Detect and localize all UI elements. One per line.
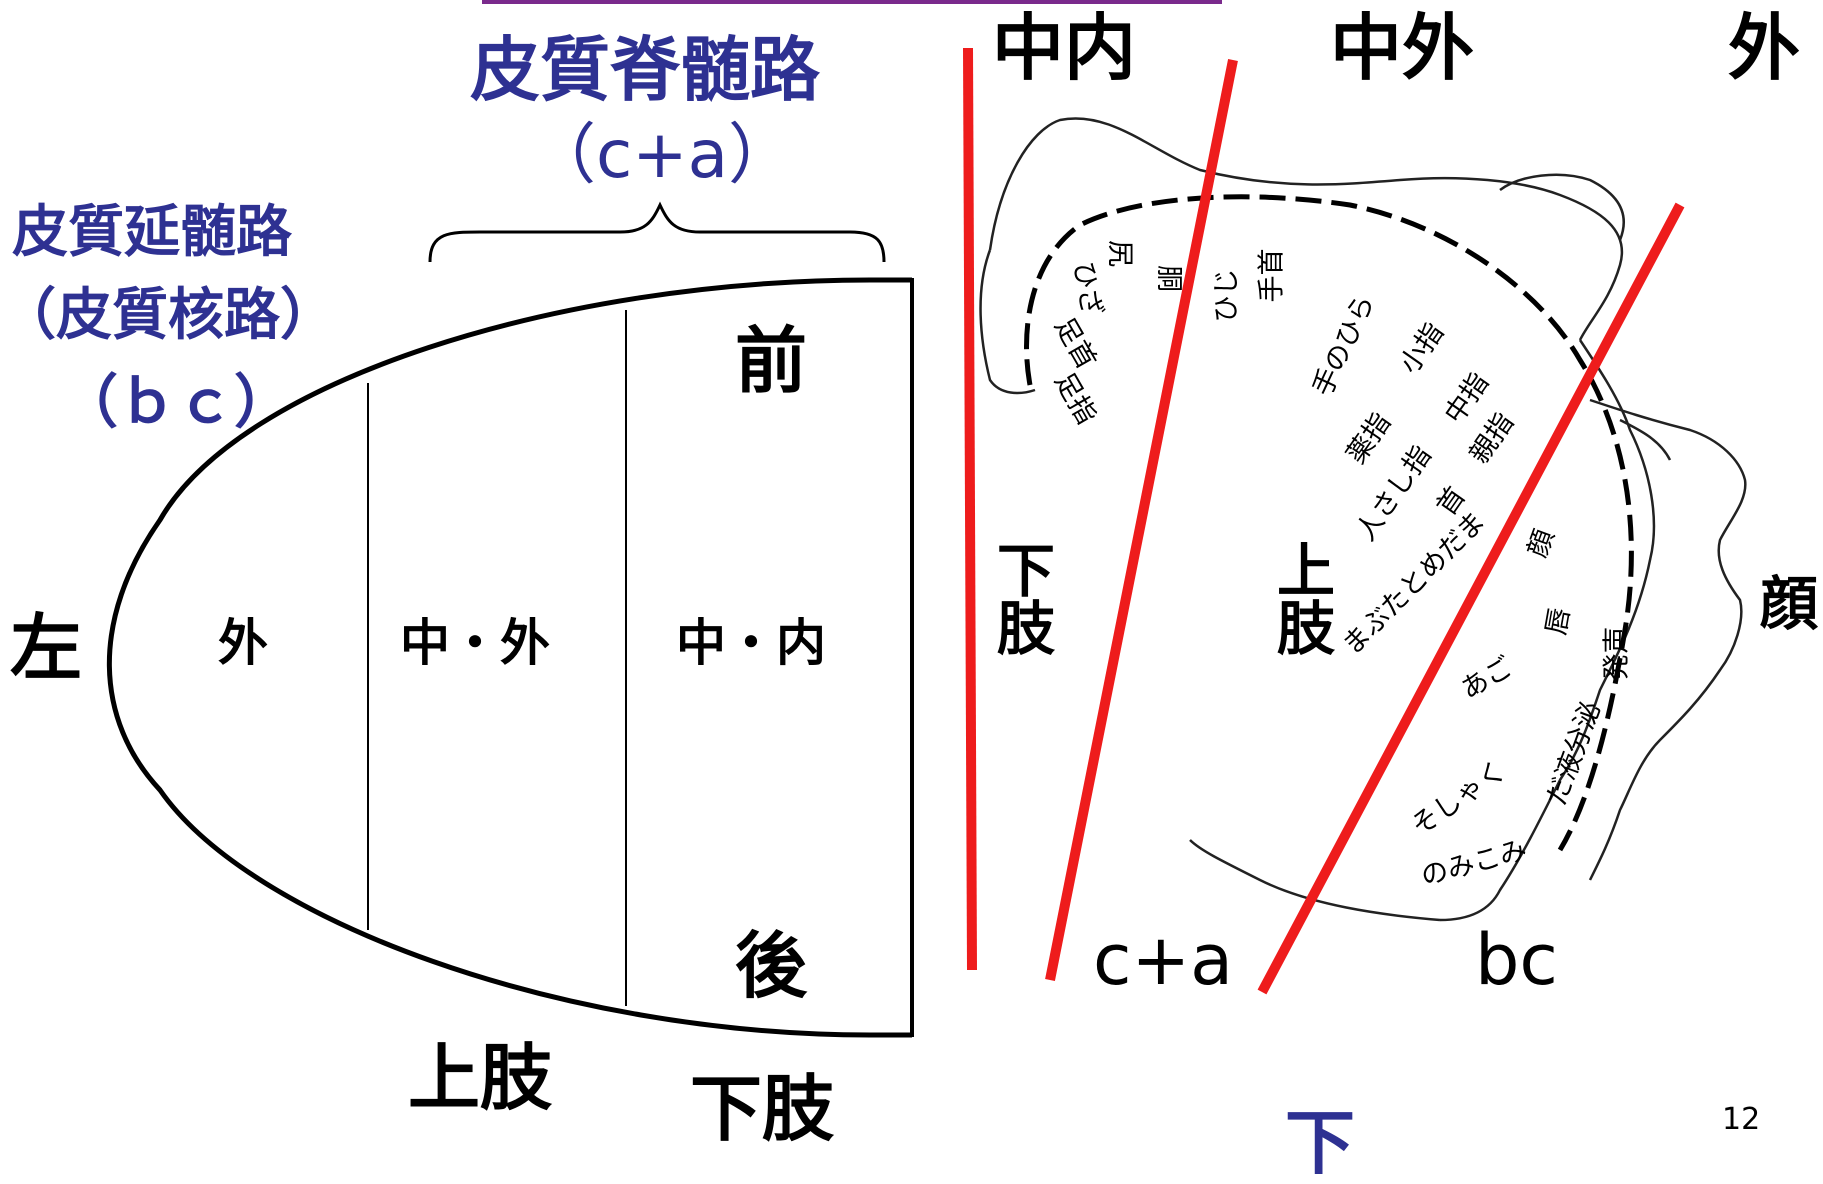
mid-lateral-label: 中・外: [400, 614, 550, 672]
zone-lateral-label: 外: [1728, 6, 1801, 90]
face-label: 顔: [1760, 570, 1819, 638]
red-line-3: [1257, 202, 1685, 995]
posterior-label: 後: [735, 924, 808, 1008]
mid-medial-label: 中・内: [676, 614, 826, 672]
down-label: 下: [1285, 1102, 1355, 1184]
page-number: 12: [1722, 1102, 1761, 1137]
body-part-label: 胴: [1153, 265, 1184, 292]
zone-mid-lateral-label: 中外: [1330, 6, 1475, 90]
corticobulbar-subtitle: （ｂｃ）: [60, 368, 293, 436]
lower-limb-label: 下肢: [690, 1067, 835, 1151]
left-label: 左: [10, 606, 83, 690]
red-line-1: [963, 47, 977, 971]
ca-label: c+a: [1093, 919, 1234, 1001]
homunculus-outline: [979, 117, 1747, 922]
homunculus-lower-limb-label: 下肢: [987, 540, 1055, 656]
zone-medial-label: 中内: [992, 6, 1137, 90]
upper-limb-label: 上肢: [408, 1036, 553, 1120]
lateral-label: 外: [218, 614, 268, 672]
body-part-label: 発声: [1601, 626, 1633, 681]
corticospinal-subtitle: （c+a）: [530, 116, 795, 193]
body-part-label: 唇: [1540, 605, 1577, 638]
body-part-label: ひじ: [1211, 268, 1243, 323]
corticobulbar-title: 皮質延髄路: [12, 200, 292, 265]
red-line-2: [1045, 59, 1238, 981]
homunculus-dashed-arc: [1024, 194, 1634, 852]
corticospinal-title: 皮質脊髄路: [470, 29, 820, 111]
red-divider-lines: [963, 47, 1685, 995]
anterior-label: 前: [735, 319, 808, 403]
bc-label: bc: [1475, 919, 1558, 1001]
corticobulbar-alt: （皮質核路）: [0, 283, 336, 348]
homunculus-upper-limb-label: 上肢: [1267, 540, 1335, 656]
cross-section-outline: [106, 277, 912, 1038]
body-part-label: 手首: [1256, 248, 1288, 303]
body-part-label: 尻: [1104, 240, 1135, 267]
brace: [428, 201, 886, 263]
